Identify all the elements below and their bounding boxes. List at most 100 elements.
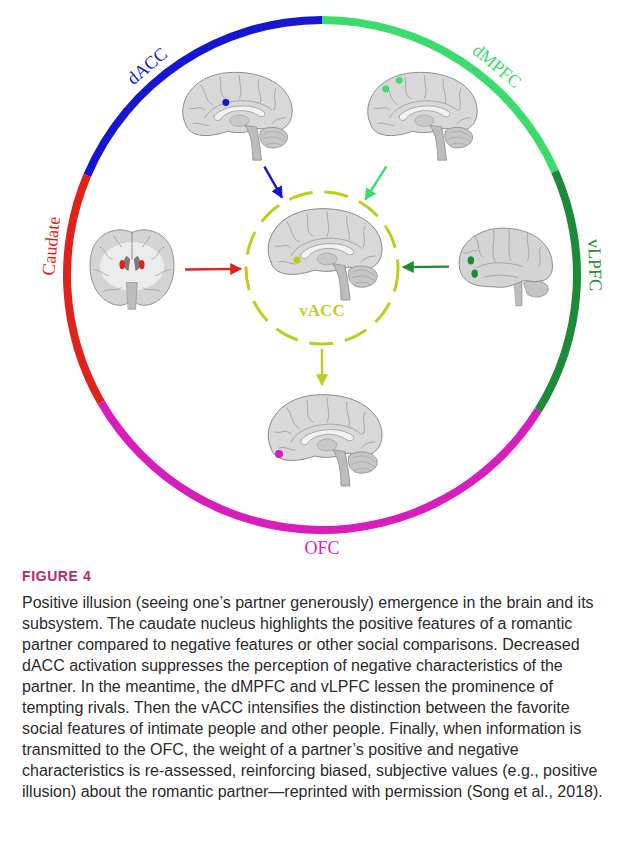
brainstem-shape xyxy=(245,126,261,161)
gyrus-line xyxy=(201,85,213,104)
sulcus-line xyxy=(539,247,541,266)
brain-image xyxy=(357,64,482,164)
cerebellum-shape xyxy=(445,127,473,148)
midline xyxy=(132,233,133,260)
gyrus-line xyxy=(307,400,313,422)
region-label: vACC xyxy=(299,302,344,319)
gyrus-line xyxy=(424,76,426,99)
cerebellum-shape xyxy=(348,452,377,473)
sulcus-line xyxy=(509,230,511,260)
ring-label: dMPFC xyxy=(470,41,525,91)
activation-spot xyxy=(382,86,389,93)
ring-arc xyxy=(322,16,559,173)
sulcus-line xyxy=(493,230,496,262)
gyrus-line xyxy=(327,398,329,422)
cerebellum-fold xyxy=(353,270,375,276)
brainstem-shape xyxy=(333,450,350,486)
cerebellum-fold xyxy=(352,462,375,467)
brain-region: dACC xyxy=(172,64,297,164)
gyrus-line xyxy=(363,226,365,248)
brain-region: vLPFC xyxy=(452,222,556,310)
cerebellum-shape xyxy=(348,266,377,287)
gyrus-line xyxy=(347,402,350,426)
sulcus-line xyxy=(155,270,169,275)
cerebrum-shape xyxy=(368,72,478,135)
sulcus-line xyxy=(143,236,150,247)
cerebrum-shape xyxy=(268,209,382,275)
gyrus-line xyxy=(275,245,291,248)
activation-spot xyxy=(275,450,283,458)
sulcus-line xyxy=(484,275,518,277)
gyrus-line xyxy=(307,214,313,236)
activation-spot xyxy=(293,256,300,263)
cerebellum-fold xyxy=(355,468,371,471)
gyrus-line xyxy=(279,447,295,450)
dashed-outline xyxy=(246,192,398,344)
gyrus-line xyxy=(272,118,285,124)
arrow-connector xyxy=(264,167,282,198)
brain-image xyxy=(257,388,387,488)
brain-image xyxy=(257,202,387,302)
brain-image xyxy=(452,222,556,310)
gyrus-line xyxy=(459,89,461,110)
cerebellum-fold xyxy=(353,456,375,462)
brainstem-shape xyxy=(430,126,446,161)
gyrus-line xyxy=(287,408,299,428)
gyrus-line xyxy=(363,412,365,434)
thalamus-shape xyxy=(317,253,337,265)
activation-spot xyxy=(139,260,144,269)
figure-number: FIGURE 4 xyxy=(22,568,91,584)
sulcus-line xyxy=(100,247,113,259)
gyrus-line xyxy=(275,431,291,434)
sulcus-line xyxy=(143,288,161,292)
brain-image xyxy=(82,220,182,320)
thalamus-shape xyxy=(415,115,434,127)
lateral-brain-shape xyxy=(459,228,552,287)
sulcus-line xyxy=(527,234,529,260)
cerebrum-shape xyxy=(183,72,293,135)
activation-spot xyxy=(468,256,474,264)
sulcus-line xyxy=(477,263,522,268)
ring-label: vLPFC xyxy=(585,239,605,292)
brainstem-shape xyxy=(127,283,138,310)
activation-spot xyxy=(222,99,229,106)
gyrus-line xyxy=(258,79,261,102)
figure-caption: Positive illusion (seeing one’s partner … xyxy=(22,592,614,802)
sulcus-line xyxy=(463,250,476,253)
sulcus-line xyxy=(114,236,121,247)
cerebellum-fold xyxy=(449,131,470,137)
arrow-connector xyxy=(185,268,241,271)
brain-image xyxy=(172,64,297,164)
cerebellum-shape xyxy=(260,127,288,148)
gyrus-line xyxy=(274,89,276,110)
cerebrum-shape xyxy=(268,395,382,461)
cerebellum-fold xyxy=(263,137,285,142)
arrow-connector xyxy=(403,265,449,268)
sulcus-line xyxy=(475,236,483,257)
gyrus-line xyxy=(327,212,329,236)
brain-region: Caudate xyxy=(82,220,182,320)
gyrus-line xyxy=(378,123,393,125)
brainstem-shape xyxy=(333,264,350,300)
gyrus-line xyxy=(189,108,204,111)
ring-label: OFC xyxy=(304,539,339,557)
cerebellum-fold xyxy=(355,282,371,285)
brainstem-shape xyxy=(514,281,522,306)
cerebellum-fold xyxy=(264,131,285,137)
gyrus-line xyxy=(193,123,208,125)
cerebellum-fold xyxy=(352,276,375,281)
gyrus-line xyxy=(279,261,295,264)
gyrus-line xyxy=(374,108,389,111)
activation-spot xyxy=(120,260,125,269)
gyrus-line xyxy=(220,77,226,98)
gyrus-line xyxy=(457,118,470,124)
arrow-connector xyxy=(321,349,323,385)
cerebellum-shape xyxy=(524,280,549,297)
highlight-circle: vACC xyxy=(244,190,400,346)
ring-label: dACC xyxy=(123,44,170,87)
gyrus-line xyxy=(239,76,241,99)
thalamus-shape xyxy=(317,439,337,451)
cerebellum-fold xyxy=(451,143,466,146)
cerebellum-fold xyxy=(448,137,470,142)
